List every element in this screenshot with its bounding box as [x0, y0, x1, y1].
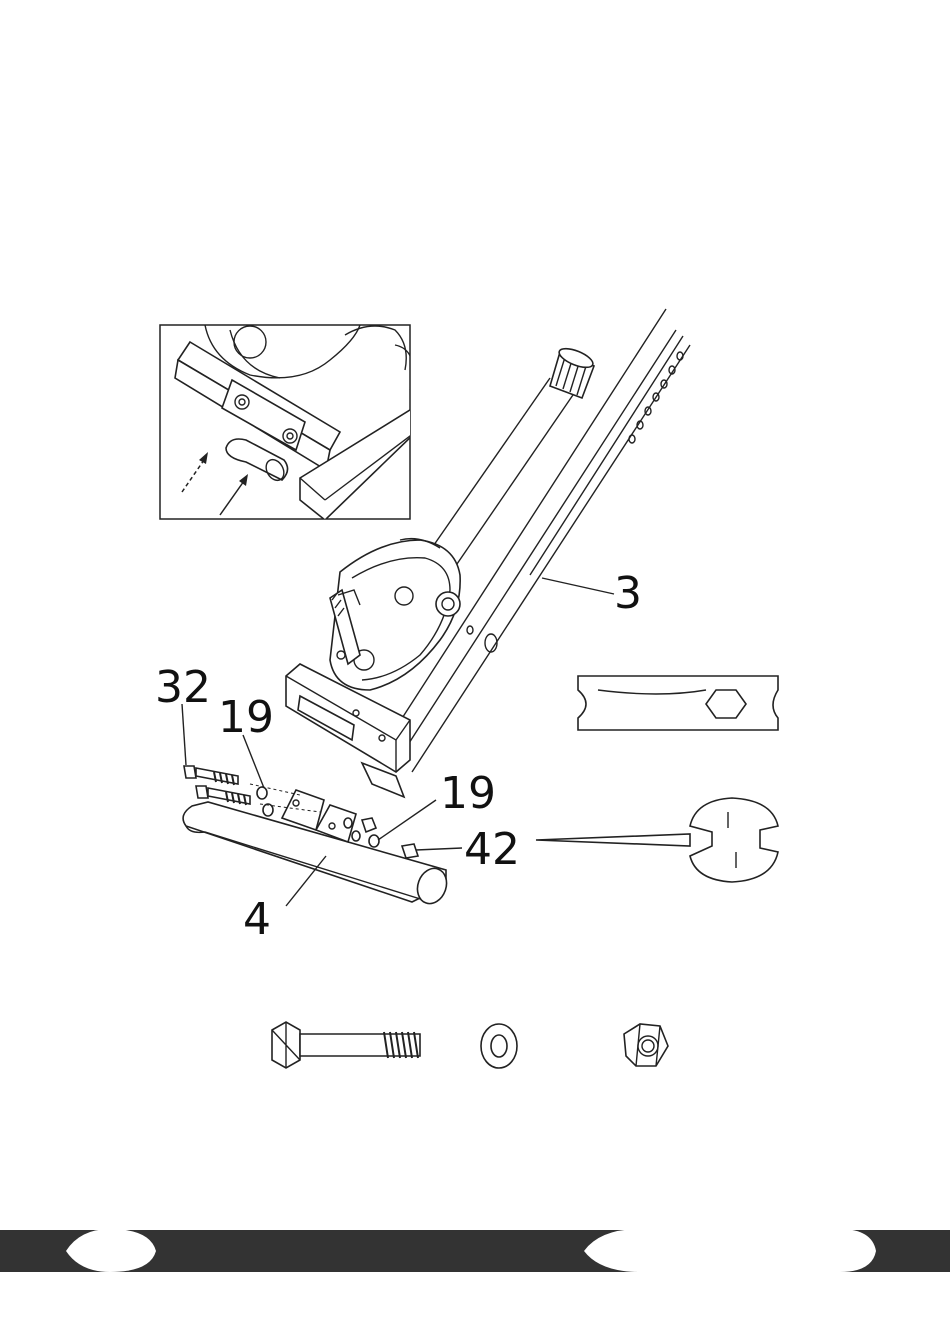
label-part-washer-left: 19	[218, 692, 274, 743]
bracket-housing	[330, 539, 460, 690]
bolt-icon	[272, 1022, 420, 1068]
spanner-icon	[578, 676, 778, 730]
wrench-icon	[536, 798, 778, 882]
label-part-nut: 42	[464, 824, 520, 875]
footer-bar	[0, 1229, 950, 1272]
washer-icon	[481, 1024, 517, 1068]
inset-detail	[160, 325, 418, 520]
label-part-washer-right: 19	[440, 768, 496, 819]
label-part-foot: 4	[243, 894, 271, 945]
nut-icon	[624, 1024, 668, 1066]
label-part-frame: 3	[614, 568, 642, 619]
adjustment-rod	[420, 345, 595, 580]
label-part-bolt: 32	[155, 662, 211, 713]
